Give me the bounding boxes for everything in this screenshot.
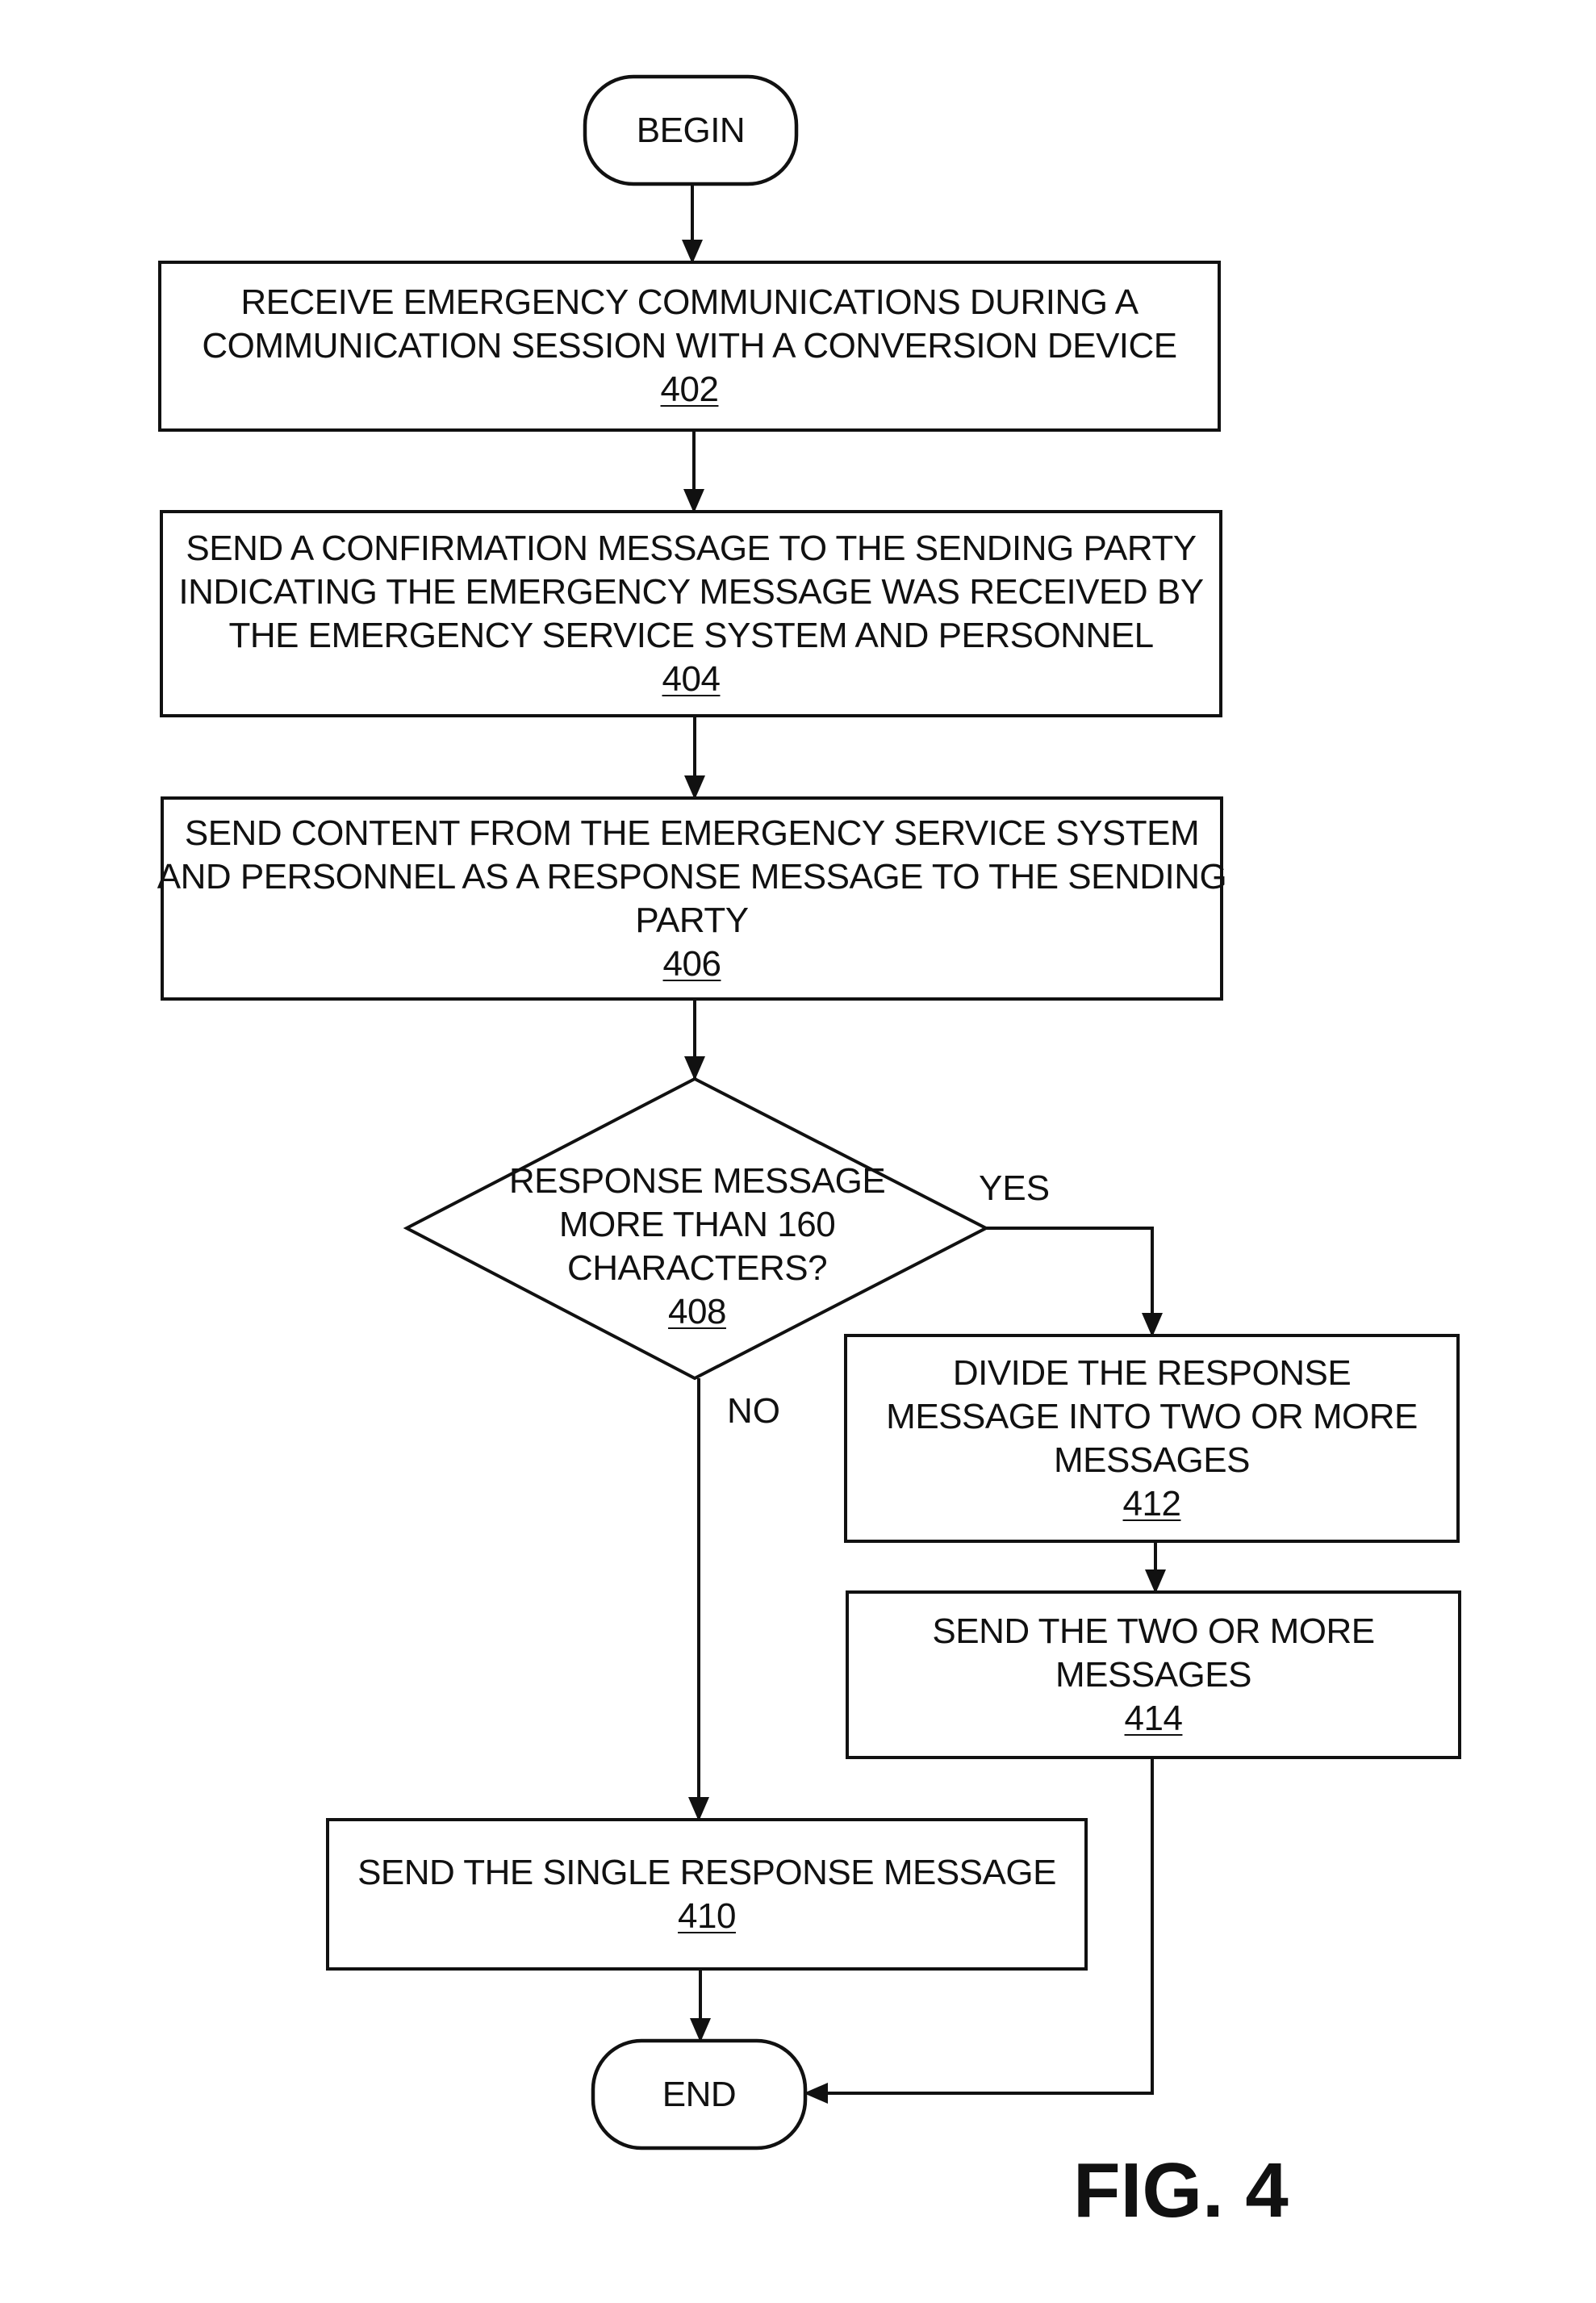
step-406-ref: 406 [663, 943, 721, 986]
step-412-line-3: MESSAGES [1054, 1439, 1250, 1482]
step-406-line-1: SEND CONTENT FROM THE EMERGENCY SERVICE … [185, 812, 1199, 855]
arrow-408-yes-to-412 [986, 1228, 1152, 1335]
step-404-label: SEND A CONFIRMATION MESSAGE TO THE SENDI… [161, 512, 1221, 716]
step-414-label: SEND THE TWO OR MORE MESSAGES 414 [847, 1592, 1460, 1758]
step-414-line-2: MESSAGES [1055, 1653, 1251, 1697]
step-412-ref: 412 [1123, 1482, 1181, 1526]
step-414-line-1: SEND THE TWO OR MORE [932, 1610, 1374, 1653]
step-402-line-2: COMMUNICATION SESSION WITH A CONVERSION … [202, 324, 1176, 368]
step-406-label: SEND CONTENT FROM THE EMERGENCY SERVICE … [162, 798, 1222, 999]
step-412-label: DIVIDE THE RESPONSE MESSAGE INTO TWO OR … [846, 1335, 1458, 1541]
step-404-line-3: THE EMERGENCY SERVICE SYSTEM AND PERSONN… [228, 614, 1153, 658]
step-406-line-3: PARTY [635, 899, 748, 943]
end-label-text: END [662, 2073, 736, 2117]
step-410-ref: 410 [678, 1895, 736, 1938]
decision-408-ref: 408 [668, 1290, 726, 1334]
step-404-ref: 404 [662, 658, 721, 701]
step-402-label: RECEIVE EMERGENCY COMMUNICATIONS DURING … [160, 262, 1219, 430]
decision-408-line-3: CHARACTERS? [567, 1247, 827, 1290]
branch-label-no: NO [727, 1390, 780, 1433]
begin-label: BEGIN [585, 77, 796, 184]
step-402-line-1: RECEIVE EMERGENCY COMMUNICATIONS DURING … [240, 281, 1138, 324]
step-414-ref: 414 [1125, 1697, 1183, 1741]
step-410-line-1: SEND THE SINGLE RESPONSE MESSAGE [357, 1851, 1056, 1895]
decision-408-line-2: MORE THAN 160 [559, 1203, 835, 1247]
decision-408-label: RESPONSE MESSAGE MORE THAN 160 CHARACTER… [471, 1154, 923, 1340]
branch-label-yes: YES [979, 1167, 1050, 1210]
step-402-ref: 402 [661, 368, 719, 412]
step-406-line-2: AND PERSONNEL AS A RESPONSE MESSAGE TO T… [157, 855, 1227, 899]
step-404-line-2: INDICATING THE EMERGENCY MESSAGE WAS REC… [178, 571, 1203, 614]
figure-caption: FIG. 4 [1073, 2146, 1289, 2235]
step-412-line-2: MESSAGE INTO TWO OR MORE [886, 1395, 1418, 1439]
end-label: END [593, 2041, 805, 2148]
decision-408-line-1: RESPONSE MESSAGE [509, 1160, 885, 1203]
step-410-label: SEND THE SINGLE RESPONSE MESSAGE 410 [328, 1820, 1086, 1969]
begin-label-text: BEGIN [637, 109, 745, 153]
step-404-line-1: SEND A CONFIRMATION MESSAGE TO THE SENDI… [186, 527, 1196, 571]
step-412-line-1: DIVIDE THE RESPONSE [953, 1352, 1351, 1395]
